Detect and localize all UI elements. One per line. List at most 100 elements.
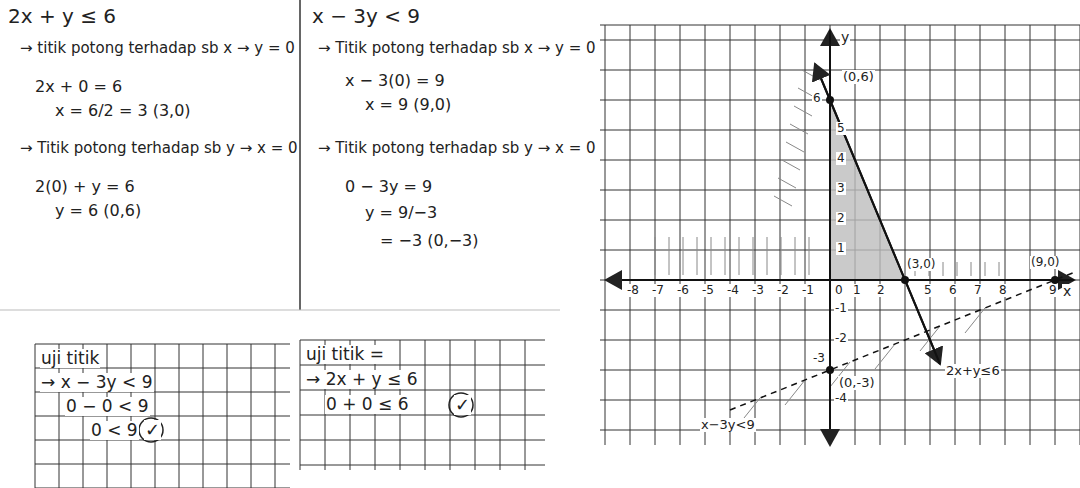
label: 0 + 0 ≤ 6 [325,395,410,414]
grid-line [35,464,290,465]
label: 8 [998,284,1008,297]
grid-line [697,237,698,275]
grid-line [35,344,290,345]
label: 2 [876,284,886,297]
label: uji titik [40,349,100,368]
grid-line [980,25,981,445]
label: 0 < 9 [90,421,139,440]
label: -4 [726,284,740,297]
grid-line [705,25,706,445]
label: 2 [836,212,846,225]
label: → x − 3y < 9 [40,373,154,392]
label: y = 9/−3 [365,204,437,222]
grid-line [725,237,726,275]
grid-line [782,160,800,170]
label: -8 [626,284,640,297]
label: 7 [973,284,983,297]
grid-line [955,25,956,445]
grid-line [809,237,810,275]
label: 2x + 0 = 6 [35,78,122,96]
label: 2x+y≤6 [945,364,1001,378]
grid-line [971,262,972,276]
label: ✓ [144,420,161,440]
grid-line [739,237,740,275]
label: -3 [812,352,826,365]
grid-line [300,440,545,441]
grid-line [600,430,1080,431]
label: -6 [676,284,690,297]
grid-line [930,25,931,445]
grid-line [683,237,684,275]
grid-line [600,100,1080,101]
grid-line [957,262,958,276]
label: -7 [651,284,665,297]
label: x = 6/2 = 3 (3,0) [55,102,191,120]
grid-line [711,237,712,275]
label: 4 [836,152,846,165]
grid-line [767,237,768,275]
label: 2(0) + y = 6 [35,178,135,196]
grid-line [300,340,301,470]
grid-line [425,340,426,470]
grid-line [500,340,501,470]
label: -4 [834,392,848,405]
grid-line [655,237,656,275]
grid-line [905,25,906,445]
label: y = 6 (0,6) [55,202,141,220]
grid-line [755,25,756,445]
grid-line [630,25,631,445]
label: uji titik = [305,345,385,364]
grid-line [985,262,986,276]
grid-line [669,237,670,275]
label: -5 [701,284,715,297]
grid-line [300,390,545,391]
grid-line [600,370,1080,371]
label: x − 3(0) = 9 [345,72,445,90]
label: x = 9 (9,0) [365,96,451,114]
label: -2 [776,284,790,297]
label: → Titik potong terhadap sb x → y = 0 [318,40,596,57]
label: → 2x + y ≤ 6 [305,370,419,389]
grid-line [774,196,792,206]
label: 6 [948,284,958,297]
label: x−3y<9 [700,418,756,432]
label: → Titik potong terhadap sb y → x = 0 [318,140,596,157]
label: → titik potong terhadap sb x → y = 0 [20,40,295,57]
label: x [1062,284,1072,299]
label: x − 3y < 9 [312,5,420,27]
grid-line [999,262,1000,276]
label: 9 [1048,284,1058,297]
label: 0 − 3y = 9 [345,178,432,196]
grid-line [35,440,290,441]
grid-line [1030,25,1031,445]
label: 1 [852,284,862,297]
label: 5 [836,122,846,135]
label: 0 − 0 < 9 [65,397,150,416]
label: 1 [836,242,846,255]
grid-line [525,340,526,470]
label: 2x + y ≤ 6 [8,5,116,27]
grid-line [830,25,831,445]
grid-line [300,340,545,341]
grid-line [655,25,656,445]
grid-line [943,262,944,276]
label: 3 [836,182,846,195]
label: -2 [834,332,848,345]
grid-line [781,237,782,275]
grid-line [965,308,985,333]
label: (3,0) [906,258,936,271]
grid-line [475,340,476,470]
grid-line [1055,25,1056,445]
label: → Titik potong terhadap sb y → x = 0 [20,140,298,157]
label: (0,-3) [838,376,876,390]
grid-line [600,25,1080,26]
label: = −3 (0,−3) [380,232,479,250]
grid-line [300,415,545,416]
grid-line [795,237,796,275]
grid-line [778,178,796,188]
grid-line [600,70,1080,71]
label: ✓ [454,395,471,415]
grid-line [786,142,804,152]
grid-line [780,25,781,445]
